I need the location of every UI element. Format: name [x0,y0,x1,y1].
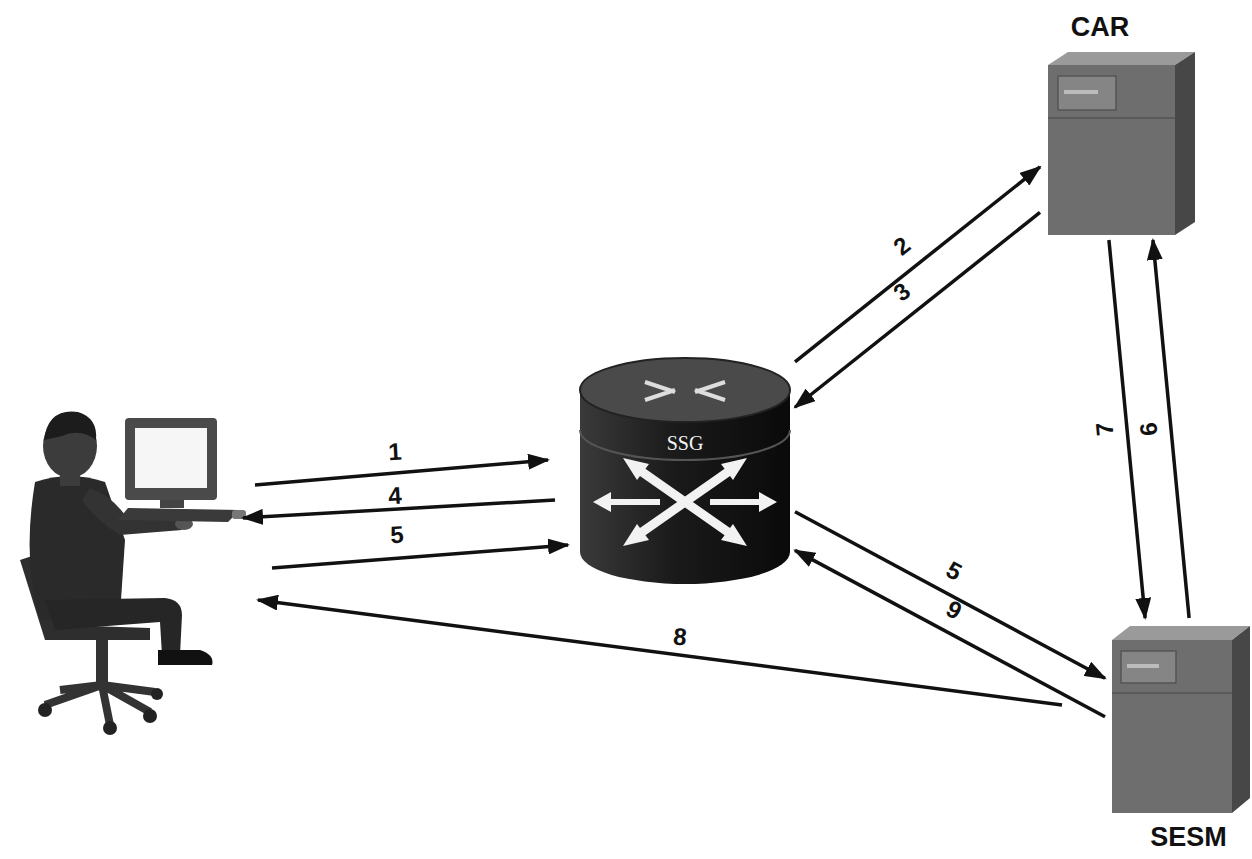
user-figure [20,412,246,735]
connector-arrow [795,550,1105,716]
connector-arrow [795,512,1105,678]
server-shape [1040,12,1200,240]
callout-number: 8 [664,623,696,650]
node-label: CAR [1040,12,1160,43]
callout-number: 2 [882,228,920,265]
node-label: SSG [575,432,795,455]
callout-number: 1 [379,439,410,465]
server-box: SESM [1105,618,1252,856]
server-shape [1105,618,1252,856]
callout-number: 4 [379,483,410,509]
arrow-line [272,545,568,568]
connector-arrow [795,167,1040,362]
router-cylinder [575,352,795,592]
callout-number: 6 [1136,413,1163,445]
node-label: SESM [1125,822,1252,853]
connector-arrow [795,212,1040,407]
callout-number: 9 [935,592,973,627]
arrow-line [255,460,548,485]
callout-number: 5 [935,553,973,588]
callout-number: 3 [882,273,920,310]
router-node: SSG [575,352,795,592]
callout-number: 5 [381,522,412,548]
server-box: CAR [1040,12,1200,240]
arrow-line [258,600,1062,705]
callout-number: 7 [1092,413,1119,445]
